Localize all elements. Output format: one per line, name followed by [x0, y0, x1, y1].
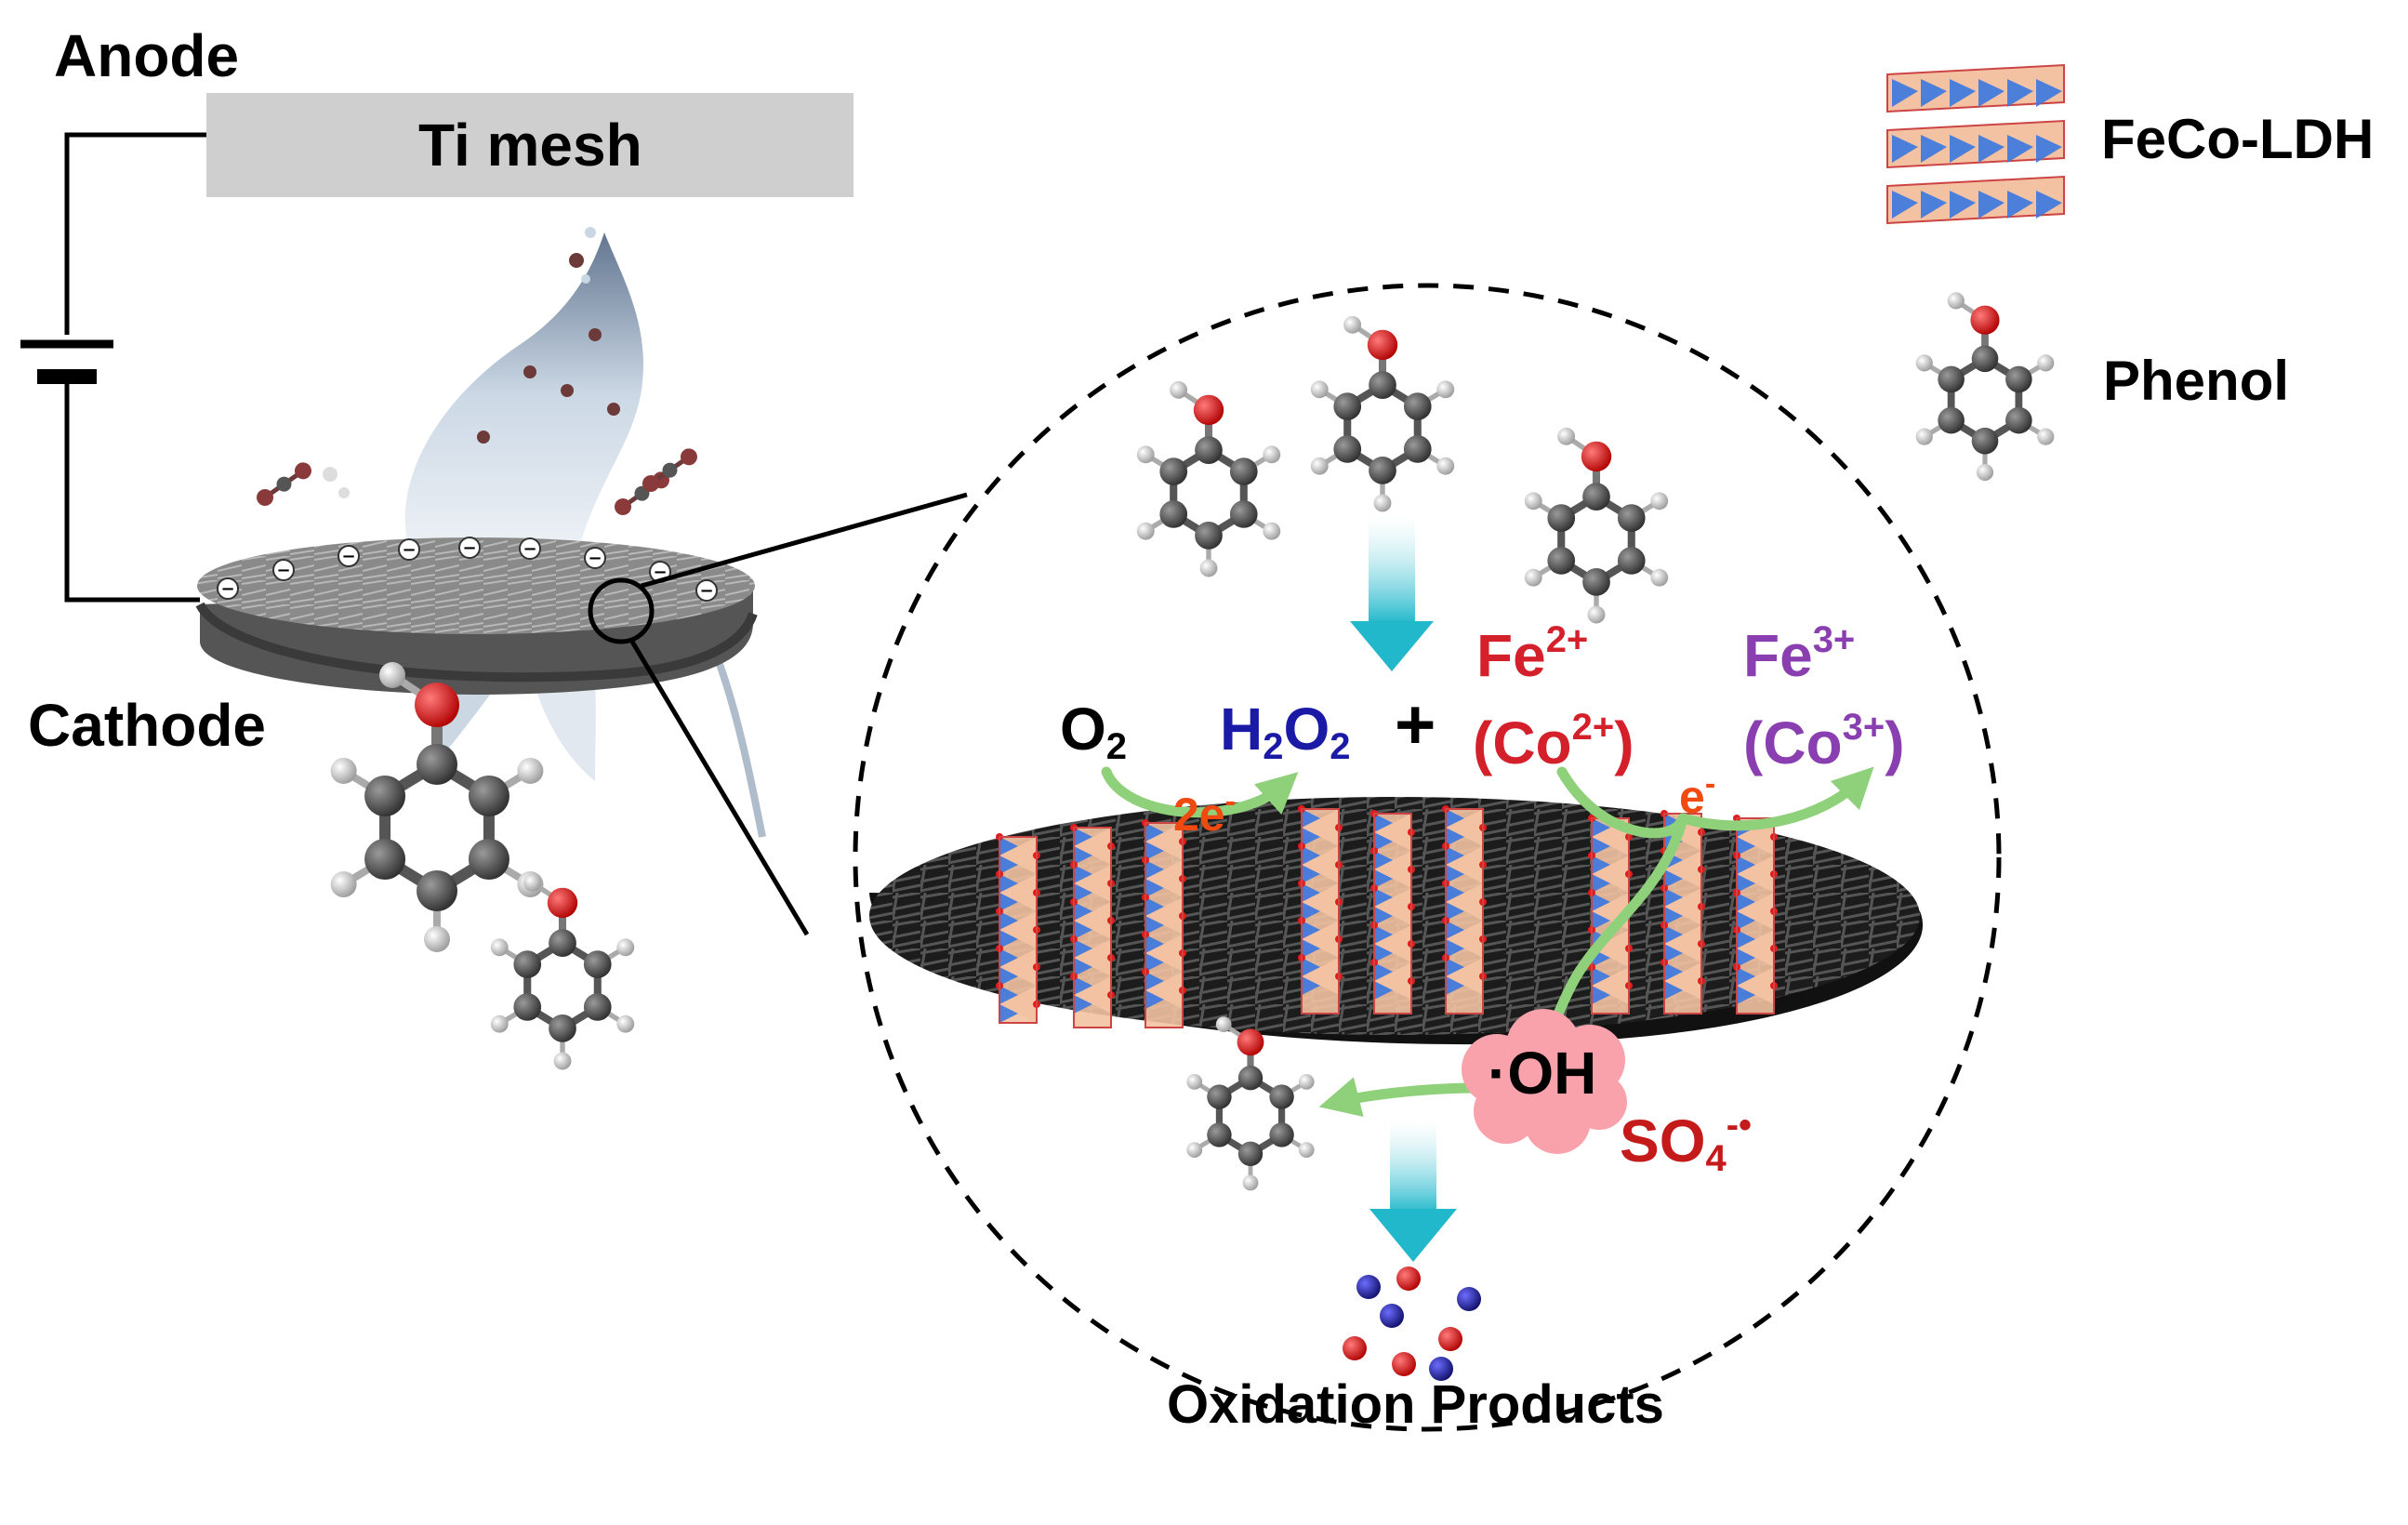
ldh-pillars	[996, 805, 1778, 1028]
phenol-molecule-2	[1310, 315, 1455, 512]
electron-label: e-	[1679, 766, 1716, 823]
legend-ldh-layer-3	[1886, 175, 2065, 225]
sulfate-radical-label: SO4-•	[1620, 1105, 1753, 1179]
water-splash	[404, 227, 766, 838]
cathode-disc	[195, 537, 758, 695]
oxidation-product-dots	[1343, 1266, 1481, 1381]
ti-mesh-anode	[206, 93, 853, 197]
svg-text:−: −	[402, 540, 416, 560]
co2-label: (Co2+)	[1473, 707, 1634, 776]
cathode-label: Cathode	[28, 692, 266, 759]
zoom-connector-lines	[629, 492, 968, 936]
product-dot-3	[1457, 1287, 1481, 1311]
svg-text:−: −	[462, 538, 476, 558]
legend-ldh-layer-2	[1886, 119, 2065, 169]
ldh-pillar-1	[996, 833, 1040, 1024]
phenol-molecules	[330, 292, 2055, 1191]
legend-ldh-layer-1	[1886, 63, 2065, 113]
svg-text:−: −	[341, 547, 355, 566]
product-dot-1	[1356, 1275, 1381, 1299]
svg-text:−: −	[276, 561, 290, 580]
phenol-molecule-cathode-large	[330, 662, 544, 952]
product-dot-6	[1343, 1336, 1367, 1360]
two-electron-label: 2e-	[1173, 784, 1236, 841]
legend-ldh-icon	[1886, 63, 2065, 225]
phenol-molecule-3	[1524, 427, 1669, 624]
product-dot-2	[1396, 1266, 1421, 1291]
o2-label: O2	[1060, 696, 1128, 767]
legend-phenol-icon	[1915, 292, 2055, 482]
ti-mesh-label: Ti mesh	[418, 112, 642, 179]
oxidation-products-label: Oxidation Products	[1167, 1374, 1664, 1435]
ldh-pillar-7	[1588, 815, 1633, 1014]
negative-charge-markers: − − − − − − − − −	[217, 537, 718, 602]
fe2-label: Fe2+	[1476, 619, 1589, 689]
svg-text:−: −	[220, 579, 234, 599]
svg-text:−: −	[699, 581, 713, 601]
oh-radical-label: ·OH	[1488, 1040, 1597, 1107]
anode-label: Anode	[54, 22, 240, 89]
cyan-arrow-out	[1369, 1121, 1457, 1262]
legend-ldh-label: FeCo-LDH	[2101, 108, 2375, 170]
phenol-molecule-on-mat	[1186, 1016, 1315, 1191]
h2o2-label: H2O2	[1220, 696, 1351, 767]
ldh-pillar-8	[1660, 810, 1705, 1014]
ldh-pillar-9	[1733, 815, 1778, 1014]
zoom-circle	[853, 283, 2002, 1432]
phenol-molecule-cathode-small	[490, 873, 635, 1070]
phenol-molecule-1	[1136, 380, 1281, 577]
svg-text:−: −	[588, 549, 602, 568]
ldh-pillar-5	[1370, 810, 1415, 1014]
legend-phenol-label: Phenol	[2103, 350, 2290, 412]
product-dot-4	[1380, 1304, 1404, 1328]
battery-symbol	[20, 339, 113, 384]
circuit-wire	[64, 132, 206, 603]
svg-text:−: −	[523, 539, 536, 559]
co3-label: (Co3+)	[1743, 707, 1905, 776]
oh-radical-cloud	[1462, 1009, 1627, 1154]
gas-molecules	[257, 448, 697, 515]
product-dot-8	[1429, 1357, 1453, 1381]
cyan-arrow-in	[1350, 516, 1434, 671]
ldh-pillar-6	[1442, 805, 1487, 1014]
ldh-pillar-2	[1070, 824, 1115, 1028]
product-dot-5	[1438, 1327, 1462, 1351]
fe3-label: Fe3+	[1743, 619, 1856, 689]
ldh-pillar-3	[1142, 819, 1186, 1028]
zoom-spot	[588, 577, 655, 644]
plus-sign: +	[1395, 685, 1436, 764]
product-dot-7	[1392, 1352, 1416, 1376]
ldh-pillar-4	[1298, 805, 1343, 1014]
